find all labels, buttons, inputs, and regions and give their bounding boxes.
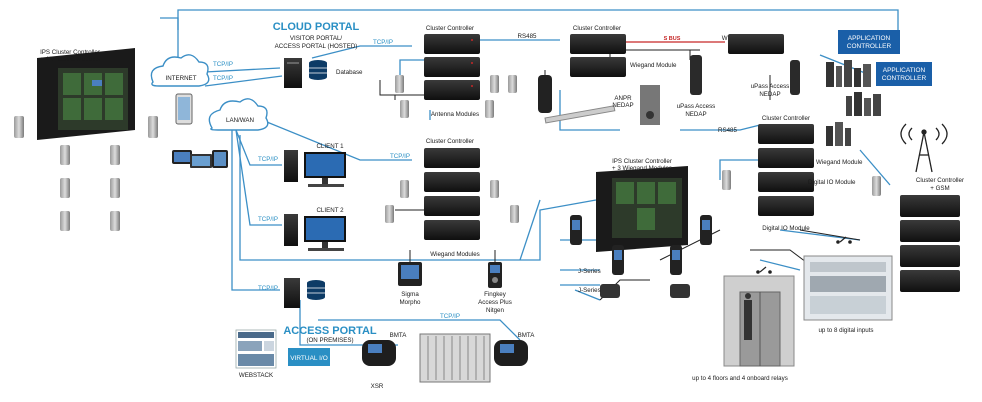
wiegand-module-label-3: Wiegand Module (816, 159, 863, 166)
tcpip-label-6: TCP/IP (258, 285, 278, 292)
wiegand-module-label-1: Wiegand Module (630, 62, 677, 69)
application-controller-1 (838, 30, 900, 54)
turnstile-gate-icon (419, 333, 491, 383)
anpr-label-2: NEDAP (612, 102, 633, 109)
ips-second-label: IPS Cluster Controller (612, 158, 672, 165)
bmta-reader-left (362, 340, 396, 366)
ips-main-label-2: + 4 Wiegand Modules (40, 56, 100, 63)
morpho-label: Morpho (400, 299, 422, 306)
ips-cluster-controller-second (596, 166, 688, 252)
sigma-label: Sigma (401, 291, 419, 298)
upass-label-3: uPass Access (751, 83, 790, 90)
internet-label: INTERNET (166, 75, 197, 82)
visitor-portal-label: VISITOR PORTAL/ (290, 35, 343, 42)
rs485-label-2: RS485 (718, 127, 737, 134)
virtual-io-box (288, 348, 330, 366)
fingkey-icon (488, 262, 502, 288)
ips-main-label: IPS Cluster Controller (40, 49, 100, 56)
tcpip-label-8: TCP/IP (440, 313, 460, 320)
cloud-server-icon (284, 58, 327, 88)
relay-switches (756, 236, 852, 274)
database-label: Database (336, 69, 363, 76)
gsm-tower-icon (900, 123, 948, 173)
ips-cluster-controller-main (37, 48, 135, 140)
tcpip-label-3: TCP/IP (373, 39, 393, 46)
lanwan-cloud-icon (208, 98, 269, 131)
cluster-controller-top (424, 34, 480, 100)
cluster-mid-label: Cluster Controller (426, 138, 474, 145)
client1-computer-icon (284, 150, 346, 187)
j-series-readers (570, 215, 712, 298)
antenna-modules-label: Antenna Modules (431, 111, 479, 118)
tcpip-label-4: TCP/IP (258, 156, 278, 163)
fingkey-label-3: Nitgen (486, 307, 504, 314)
cluster-controller-right (722, 124, 814, 216)
digital-inputs-label: up to 8 digital inputs (818, 327, 873, 334)
tcpip-label-7: TCP/IP (390, 153, 410, 160)
client1-label: CLIENT 1 (316, 143, 344, 150)
application-controller-2 (876, 62, 932, 86)
client2-computer-icon (284, 214, 346, 251)
webstack-label: WEBSTACK (239, 372, 274, 379)
fingkey-label-1: Fingkey (484, 291, 507, 298)
upass-label-2: NEDAP (685, 111, 706, 118)
rs485-label-1: RS485 (518, 33, 537, 40)
sigma-morpho-icon (398, 262, 422, 286)
digital-io-label-2: Digital IO Module (762, 225, 810, 232)
floors-label: up to 4 floors and 4 onboard relays (692, 375, 788, 382)
ips-second-label-2: + 3 Wiegand Modules (612, 165, 672, 172)
upass-label-4: NEDAP (759, 91, 780, 98)
client2-label: CLIENT 2 (316, 207, 344, 214)
cluster-controller-mid (385, 148, 519, 240)
app-controller-2-label: APPLICATION (883, 67, 926, 74)
access-portal-title: ACCESS PORTAL (283, 325, 377, 337)
xsr-label: XSR (371, 383, 384, 390)
cluster-top-label: Cluster Controller (426, 25, 474, 32)
digital-inputs-photo (803, 255, 893, 321)
access-hosted-label: ACCESS PORTAL (HOSTED) (275, 43, 358, 50)
virtual-io-label: VIRTUAL I/O (290, 355, 328, 362)
j-series-label-2: J-Series (578, 287, 601, 294)
app-controller-1-label: APPLICATION (848, 35, 891, 42)
fingkey-label-2: Access Plus (478, 299, 512, 306)
bmta-reader-right (494, 340, 528, 366)
s-bus-label: S BUS (664, 36, 681, 42)
anpr-camera-icon (538, 75, 660, 125)
cluster-right-label: Cluster Controller (762, 115, 810, 122)
j-series-label-1: J-Series (578, 268, 601, 275)
app-controller-2-label-2: CONTROLLER (882, 75, 927, 82)
webstack-icon (235, 329, 277, 369)
app-controller-1-label-2: CONTROLLER (847, 43, 892, 50)
bmta-label-2: BMTA (518, 332, 536, 339)
lanwan-label: LAN/WAN (226, 117, 254, 124)
wiegand-modules-label: Wiegand Modules (430, 251, 480, 258)
tcpip-label-5: TCP/IP (258, 216, 278, 223)
cluster-controller-anpr (570, 34, 626, 77)
cc-gsm-label: Cluster Controller (916, 177, 964, 184)
tcpip-label-1: TCP/IP (213, 61, 233, 68)
internet-cloud-icon (150, 54, 210, 87)
left-readers (14, 116, 158, 231)
cluster-controller-gsm (872, 176, 960, 292)
access-portal-server-icon (284, 278, 325, 308)
antenna-readers (395, 75, 517, 118)
upass-label-1: uPass Access (677, 103, 716, 110)
cluster-anpr-label: Cluster Controller (573, 25, 621, 32)
mobile-devices-icon (172, 93, 228, 168)
digital-io-label-1: Digital IO Module (808, 179, 856, 186)
elevator-photo (723, 275, 795, 367)
bmta-label-1: BMTA (390, 332, 408, 339)
on-premises-label: (ON PREMISES) (306, 337, 353, 344)
tcpip-label-2: TCP/IP (213, 75, 233, 82)
wiegand-module-upass (690, 34, 800, 95)
cloud-portal-title: CLOUD PORTAL (273, 21, 360, 33)
anpr-label-1: ANPR (614, 95, 632, 102)
cc-gsm-label-2: + GSM (930, 185, 949, 192)
buildings-icon (826, 60, 881, 146)
connection-lines (160, 9, 899, 346)
